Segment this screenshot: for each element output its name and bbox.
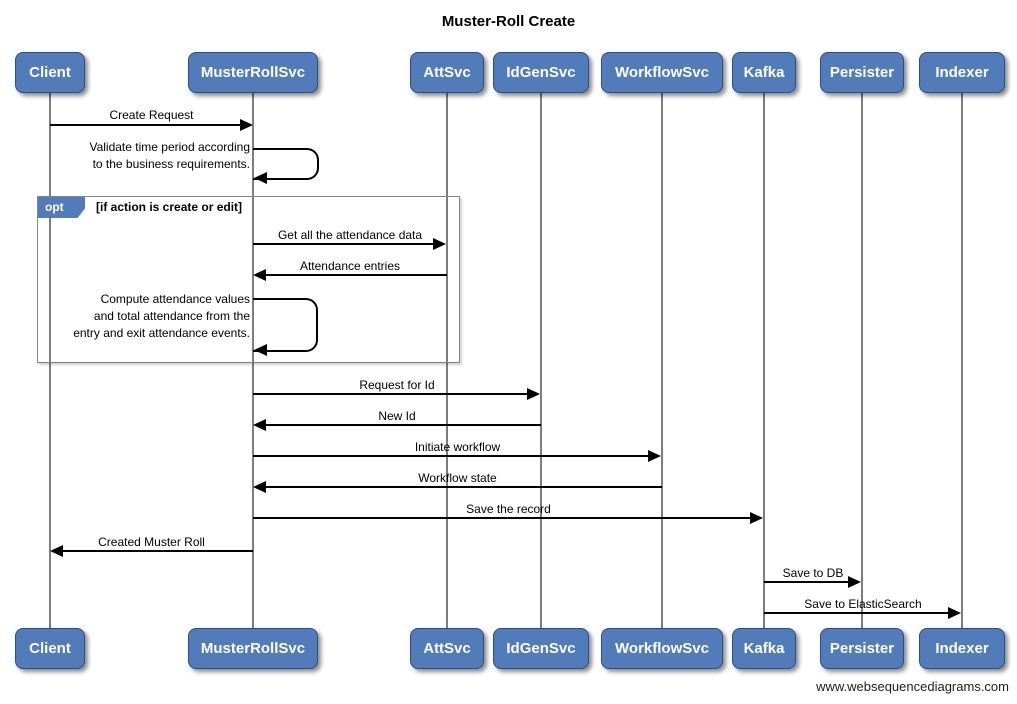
- actor-bottom-idgensvc: IdGenSvc: [493, 628, 589, 669]
- message-line: [265, 274, 447, 276]
- message-line: [265, 424, 541, 426]
- lifeline-musterrollsvc: [252, 93, 254, 628]
- opt-fragment-operator: opt: [38, 197, 85, 218]
- actor-bottom-indexer: Indexer: [919, 628, 1005, 669]
- actor-bottom-persister: Persister: [820, 628, 904, 669]
- message-line: [764, 612, 950, 614]
- actor-bottom-workflowsvc: WorkflowSvc: [601, 628, 723, 669]
- arrowhead-left: [254, 172, 267, 184]
- message-line: [253, 517, 752, 519]
- arrowhead-right: [750, 512, 763, 524]
- lifeline-idgensvc: [540, 93, 542, 628]
- message-line: [253, 393, 529, 395]
- message-label: Request for Id: [359, 378, 435, 392]
- message-line: [253, 455, 650, 457]
- actor-bottom-kafka: Kafka: [732, 628, 796, 669]
- message-label: Created Muster Roll: [98, 535, 205, 549]
- message-label: Save to DB: [782, 566, 844, 580]
- actor-top-musterrollsvc: MusterRollSvc: [188, 52, 318, 93]
- actor-top-persister: Persister: [820, 52, 904, 93]
- message-line: [62, 550, 253, 552]
- self-message-label: Compute attendance values and total atte…: [73, 292, 250, 340]
- actor-top-client: Client: [15, 52, 85, 93]
- actor-top-attsvc: AttSvc: [410, 52, 484, 93]
- actor-top-indexer: Indexer: [919, 52, 1005, 93]
- message-label: Create Request: [109, 108, 194, 122]
- self-message-loop: [253, 148, 319, 180]
- arrowhead-left: [253, 269, 266, 281]
- arrowhead-right: [240, 119, 253, 131]
- message-label: Attendance entries: [299, 259, 401, 273]
- diagram-title: Muster-Roll Create: [441, 13, 576, 30]
- arrowhead-left: [253, 419, 266, 431]
- message-line: [50, 124, 241, 126]
- actor-top-workflowsvc: WorkflowSvc: [601, 52, 723, 93]
- actor-bottom-attsvc: AttSvc: [410, 628, 484, 669]
- arrowhead-left: [254, 344, 267, 356]
- message-label: Get all the attendance data: [277, 228, 423, 242]
- arrowhead-right: [648, 450, 661, 462]
- lifeline-persister: [861, 93, 863, 628]
- opt-fragment-condition: [if action is create or edit]: [96, 200, 243, 214]
- arrowhead-left: [253, 481, 266, 493]
- actor-bottom-client: Client: [15, 628, 85, 669]
- arrowhead-right: [948, 607, 961, 619]
- message-label: Workflow state: [418, 471, 497, 485]
- lifeline-attsvc: [446, 93, 448, 628]
- message-line: [253, 243, 435, 245]
- actor-top-idgensvc: IdGenSvc: [493, 52, 589, 93]
- arrowhead-right: [527, 388, 540, 400]
- message-label: New Id: [378, 409, 416, 423]
- actor-top-kafka: Kafka: [732, 52, 796, 93]
- lifeline-indexer: [961, 93, 963, 628]
- arrowhead-right: [848, 576, 861, 588]
- opt-fragment-frame: opt [if action is create or edit]: [37, 196, 460, 363]
- watermark-text: www.websequencediagrams.com: [816, 679, 1009, 694]
- arrowhead-right: [433, 238, 446, 250]
- self-message-label: Validate time period according to the bu…: [89, 140, 250, 171]
- message-label: Save the record: [466, 502, 551, 516]
- lifeline-workflowsvc: [661, 93, 663, 628]
- arrowhead-left: [50, 545, 63, 557]
- lifeline-kafka: [763, 93, 765, 628]
- message-line: [764, 581, 850, 583]
- self-message-loop: [253, 298, 318, 352]
- actor-bottom-musterrollsvc: MusterRollSvc: [188, 628, 318, 669]
- message-line: [265, 486, 662, 488]
- message-label: Initiate workflow: [414, 440, 501, 454]
- message-label: Save to ElasticSearch: [804, 597, 922, 611]
- lifeline-client: [49, 93, 51, 628]
